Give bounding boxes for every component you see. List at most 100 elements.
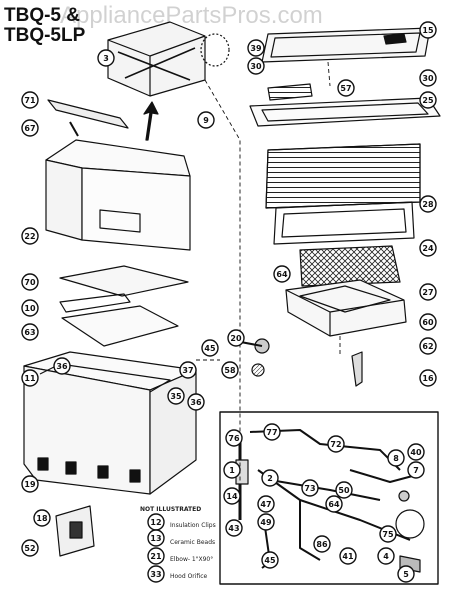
callout-c9: 9 <box>197 111 215 129</box>
hood-assembly <box>107 21 230 97</box>
bottom-panel <box>59 265 189 297</box>
callout-c3: 3 <box>97 49 115 67</box>
callout-c37: 37 <box>179 361 197 379</box>
grill-frame <box>249 97 441 127</box>
callout-label: 3 <box>103 54 109 63</box>
grill-lid <box>261 27 431 63</box>
callout-c22: 22 <box>21 227 39 245</box>
callout-label: 36 <box>56 362 68 371</box>
callout-c64a: 64 <box>273 265 291 283</box>
callout-c40: 40 <box>407 443 425 461</box>
callout-c16: 16 <box>419 369 437 387</box>
callout-c39: 39 <box>247 39 265 57</box>
callout-c62: 62 <box>419 337 437 355</box>
callout-label: 33 <box>150 570 161 579</box>
callout-c76: 76 <box>225 429 243 447</box>
callout-label: 52 <box>24 544 35 553</box>
callout-label: 28 <box>422 200 434 209</box>
callout-c20: 20 <box>227 329 245 347</box>
callout-label: 19 <box>24 480 36 489</box>
model-title-line2: TBQ-5LP <box>4 25 86 46</box>
callout-c30a: 30 <box>247 57 265 75</box>
callout-c86: 86 <box>313 535 331 553</box>
callout-label: 47 <box>260 500 271 509</box>
callout-label: 4 <box>383 552 389 561</box>
shelf-panel <box>61 305 179 347</box>
callout-label: 45 <box>264 556 276 565</box>
callout-label: 75 <box>382 530 394 539</box>
callout-label: 62 <box>422 342 433 351</box>
callout-label: 36 <box>190 398 202 407</box>
callout-c15: 15 <box>419 21 437 39</box>
callout-c11: 11 <box>21 369 39 387</box>
burner-pan <box>285 279 407 337</box>
callout-label: 40 <box>410 448 422 457</box>
callout-c43: 43 <box>225 519 243 537</box>
callout-c35: 35 <box>167 387 185 405</box>
briquette-grid <box>299 245 401 287</box>
callout-label: 12 <box>150 518 161 527</box>
callout-label: 41 <box>342 552 354 561</box>
callout-c30b: 30 <box>419 69 437 87</box>
callout-c49: 49 <box>257 513 275 531</box>
callout-label: 70 <box>24 278 36 287</box>
cooking-grate <box>265 143 421 209</box>
callout-label: 20 <box>230 334 242 343</box>
gas-system-inset <box>219 411 439 585</box>
callout-label: 30 <box>422 74 434 83</box>
callout-c63: 63 <box>21 323 39 341</box>
callout-c67: 67 <box>21 119 39 137</box>
callout-c57: 57 <box>337 79 355 97</box>
callout-label: 5 <box>403 570 409 579</box>
callout-c8: 8 <box>387 449 405 467</box>
callout-label: 72 <box>330 440 341 449</box>
callout-label: 24 <box>422 244 434 253</box>
callout-c21: 21 <box>147 547 165 565</box>
lid-hinge-strip <box>267 83 313 101</box>
callout-c71: 71 <box>21 91 39 109</box>
callout-label: 11 <box>24 374 36 383</box>
callout-label: 63 <box>24 328 35 337</box>
callout-label: 16 <box>422 374 434 383</box>
callout-label: 86 <box>316 540 328 549</box>
callout-label: 71 <box>24 96 36 105</box>
callout-label: 39 <box>250 44 262 53</box>
callout-c5: 5 <box>397 565 415 583</box>
callout-c2: 2 <box>261 469 279 487</box>
callout-label: 57 <box>340 84 351 93</box>
callout-c45b: 45 <box>261 551 279 569</box>
legend-item: Insulation Clips <box>170 522 216 529</box>
callout-c13: 13 <box>147 529 165 547</box>
callout-c77: 77 <box>263 423 281 441</box>
callout-c73: 73 <box>301 479 319 497</box>
callout-label: 45 <box>204 344 216 353</box>
callout-label: 58 <box>224 366 236 375</box>
callout-label: 60 <box>422 318 434 327</box>
watermark: AppliancePartsPros.com <box>60 2 323 29</box>
pan-leg <box>351 351 363 387</box>
callout-layer: 3915393030572571672822246427701060636220… <box>21 21 437 583</box>
grate-frame <box>273 201 415 245</box>
callout-c19: 19 <box>21 475 39 493</box>
callout-c47: 47 <box>257 495 275 513</box>
callout-label: 30 <box>250 62 262 71</box>
callout-label: 37 <box>182 366 193 375</box>
callout-label: 25 <box>422 96 434 105</box>
callout-c10: 10 <box>21 299 39 317</box>
assembly-arrow <box>143 101 159 141</box>
callout-label: 76 <box>228 434 240 443</box>
callout-label: 21 <box>150 552 162 561</box>
callout-c14: 14 <box>223 487 241 505</box>
callout-label: 2 <box>267 474 273 483</box>
callout-c58: 58 <box>221 361 239 379</box>
callout-c45a: 45 <box>201 339 219 357</box>
callout-label: 77 <box>266 428 277 437</box>
callout-c60: 60 <box>419 313 437 331</box>
callout-c70: 70 <box>21 273 39 291</box>
legend-item: Ceramic Beads <box>170 539 216 546</box>
model-title: TBQ-5 & TBQ-5LP <box>4 6 85 46</box>
callout-label: 8 <box>393 454 399 463</box>
callout-label: 35 <box>170 392 182 401</box>
callout-label: 7 <box>413 466 419 475</box>
